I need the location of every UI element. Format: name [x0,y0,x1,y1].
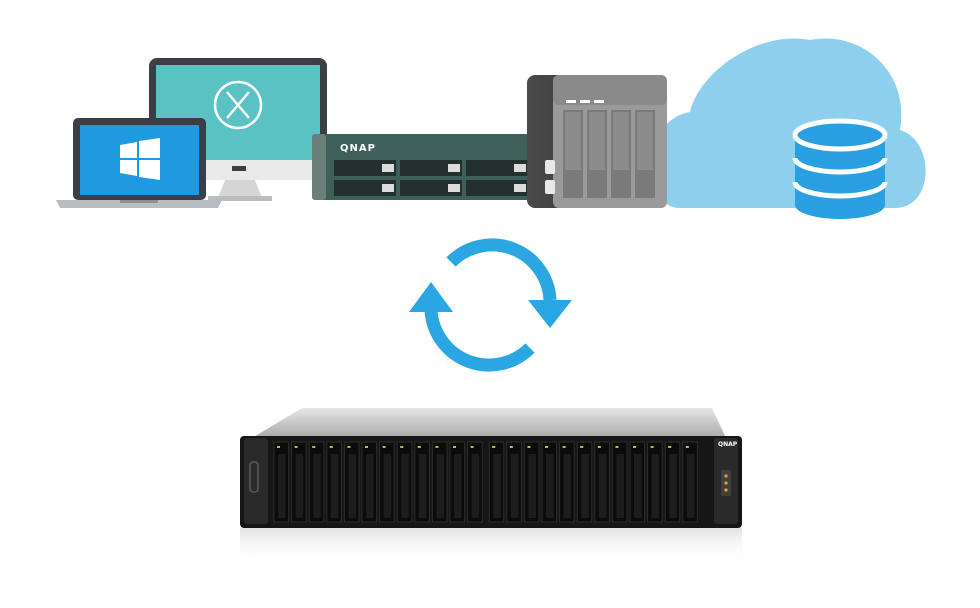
drive-bay [467,441,483,523]
windows-logo-icon [120,138,160,180]
laptop-computer [56,118,222,208]
drive-bay [326,441,342,523]
drive-bay [379,441,395,523]
rack-nas-device: QNAP [312,134,534,200]
drive-bay [635,110,655,198]
drive-bay [396,441,413,523]
rack-nas-brand: QNAP [340,143,376,154]
server-reflection [240,528,742,564]
drive-bay [466,160,528,176]
drive-bay [523,441,540,523]
drive-bay [414,441,430,523]
drive-bay [629,441,646,523]
drive-bay [334,180,396,196]
drive-bay [400,180,462,196]
drive-bay [594,441,610,523]
drive-bay [343,441,360,523]
drive-bay [431,441,448,523]
drive-bay [488,441,505,523]
server-brand: QNAP [718,441,738,448]
tower-status-leds [566,100,604,103]
drive-bay [682,441,698,523]
drive-bay [563,110,583,198]
drive-bay [664,441,681,523]
drive-bay [291,441,307,523]
cloud-storage [651,38,926,219]
drive-bay [308,441,325,523]
sync-arrows-icon [409,238,572,372]
drive-bay [647,441,663,523]
drive-bay [506,441,522,523]
drive-bay [576,441,593,523]
drive-bay [334,160,396,176]
drive-bay [400,160,462,176]
server-status-panel [721,470,731,496]
drive-bay [587,110,607,198]
drive-bay [611,110,631,198]
drive-bay [541,441,558,523]
drive-bay [466,180,528,196]
drive-bay [361,441,378,523]
rack-server: QNAP [240,408,742,564]
drive-bay [449,441,466,523]
database-icon [792,118,888,219]
desktop-computer [149,58,327,201]
tower-nas-device [527,75,667,208]
macos-x-logo-icon [213,80,263,130]
drive-bay [559,441,575,523]
drive-bay [611,441,628,523]
drive-bay [273,441,290,523]
